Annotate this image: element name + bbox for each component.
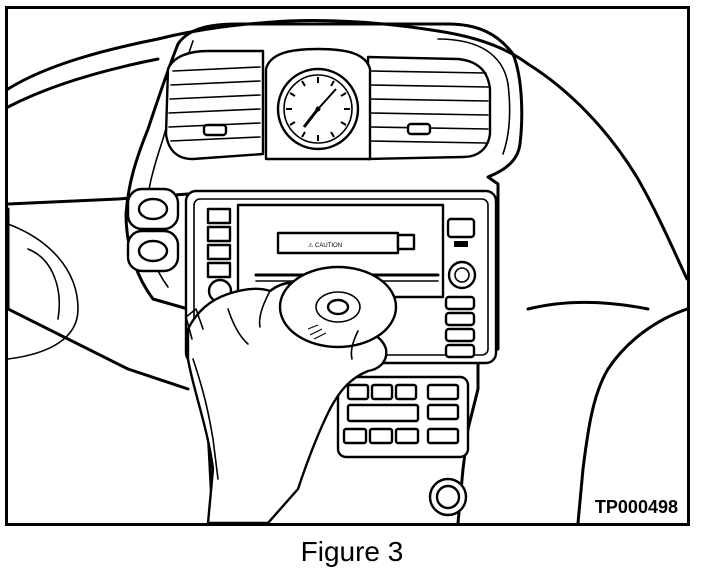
right-air-vent: [366, 55, 492, 161]
dashboard-outline: [8, 18, 687, 523]
console-knob: [428, 477, 468, 517]
caution-label: ⚠ CAUTION: [308, 242, 342, 249]
hand-with-cd: [185, 265, 398, 523]
left-air-vent: [164, 49, 265, 161]
dashboard-cd-insertion-illustration: ⚠ CAUTION: [8, 18, 687, 523]
figure-code: TP000498: [595, 497, 678, 517]
figure-frame: ⚠ CAUTION: [5, 6, 690, 526]
left-round-switches: [126, 187, 180, 273]
left-button-column: [206, 207, 233, 304]
figure-caption: Figure 3: [300, 536, 404, 567]
dashboard-clock: [264, 47, 372, 161]
cable: [192, 358, 219, 480]
right-button-column: [444, 217, 477, 359]
climate-panel: [336, 375, 470, 459]
